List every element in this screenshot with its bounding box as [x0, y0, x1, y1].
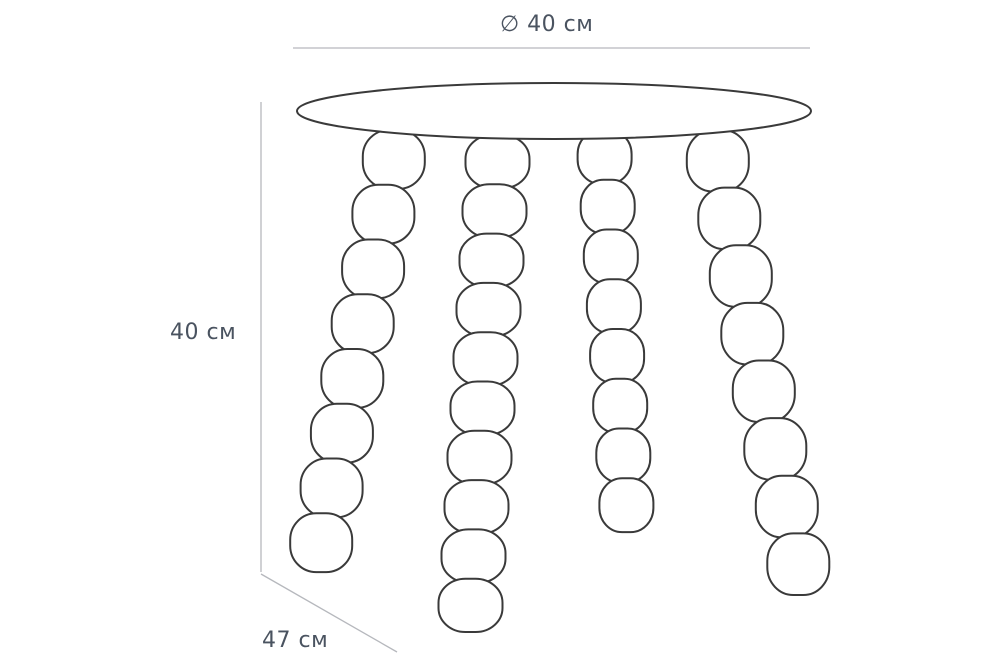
leg-bead — [289, 512, 354, 574]
leg-bead — [330, 293, 395, 355]
leg-bead — [361, 129, 426, 190]
leg-bead — [766, 532, 831, 597]
leg-bead — [458, 232, 525, 288]
leg-bead — [446, 429, 513, 486]
stool-seat — [296, 82, 812, 140]
leg-bead — [464, 134, 531, 190]
leg-bead — [592, 377, 649, 434]
leg-bead — [461, 183, 528, 239]
leg-back-center — [576, 129, 655, 534]
leg-bead — [437, 577, 504, 634]
leg-bead — [754, 474, 819, 539]
leg-bead — [708, 244, 773, 308]
leg-bead — [299, 457, 364, 519]
leg-bead — [455, 281, 522, 338]
diameter-symbol: ∅ — [500, 12, 520, 37]
leg-bead — [452, 331, 519, 387]
stool-legs — [289, 129, 831, 634]
leg-bead — [320, 348, 385, 409]
leg-bead — [697, 186, 762, 251]
leg-bead — [685, 129, 750, 193]
leg-front-left — [289, 129, 426, 574]
leg-bead — [598, 477, 655, 534]
leg-bead — [731, 359, 796, 424]
leg-bead — [341, 238, 406, 300]
depth-label: 47 см — [262, 628, 329, 653]
leg-bead — [589, 328, 646, 384]
leg-bead — [743, 417, 808, 481]
diameter-label: ∅ 40 см — [500, 12, 593, 37]
leg-bead — [595, 427, 652, 484]
depth-dimension-line — [260, 573, 398, 653]
leg-bead — [579, 178, 636, 235]
diameter-value: 40 см — [527, 12, 594, 37]
leg-bead — [585, 278, 642, 335]
leg-bead — [440, 528, 507, 584]
leg-bead — [720, 301, 785, 366]
leg-bead — [582, 228, 639, 285]
leg-bead — [449, 380, 516, 436]
height-label: 40 см — [170, 320, 237, 345]
leg-front-center — [437, 134, 531, 634]
leg-front-right — [685, 129, 831, 597]
leg-bead — [443, 479, 510, 535]
leg-bead — [309, 402, 374, 464]
leg-bead — [351, 183, 416, 245]
